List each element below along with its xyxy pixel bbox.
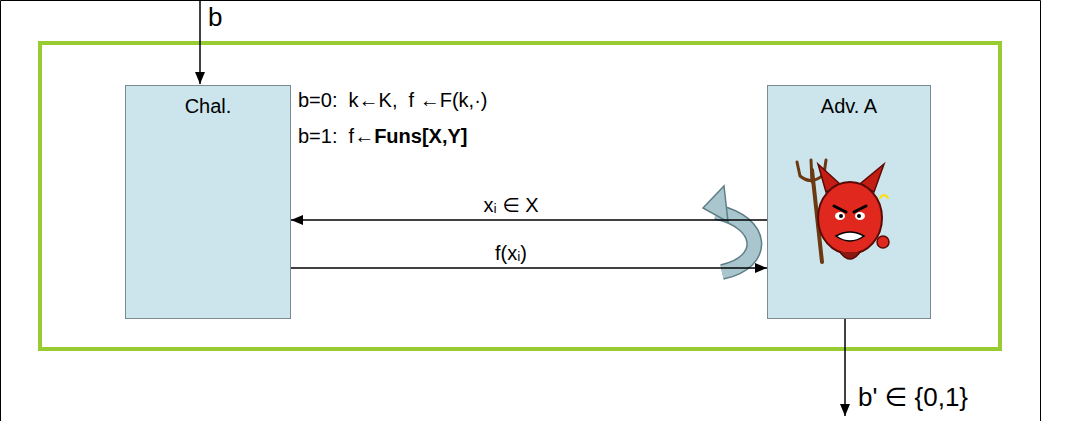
oracle-definition: b=1: f←	[298, 124, 374, 148]
label-line: b	[208, 2, 222, 33]
message-arrow	[291, 219, 767, 221]
oracle-definition: Funs[X,Y]	[374, 124, 467, 148]
box-title: Adv. A	[821, 94, 877, 118]
challenge-bit: b	[208, 2, 222, 33]
output-arrow	[844, 319, 846, 416]
box-title: Chal.	[185, 94, 232, 118]
message-arrow	[291, 267, 767, 269]
label-line: b=0: k←K, f ←F(k,·)	[298, 88, 487, 112]
adversary-output: b' ∈ {0,1}	[858, 382, 968, 413]
label-line: b' ∈ {0,1}	[858, 382, 968, 413]
bit-input-arrow	[199, 0, 201, 84]
challenger-box: Chal.	[125, 85, 291, 319]
message-label: f(xᵢ)	[492, 241, 530, 265]
label-line: b=1: f←Funs[X,Y]	[298, 124, 468, 148]
outer-frame	[1, 1, 1041, 421]
oracle-definition: b=0: k←K, f ←F(k,·)	[298, 88, 487, 112]
repeat-icon	[703, 186, 754, 272]
experiment-frame	[40, 43, 1000, 349]
adversary-box: Adv. A	[767, 85, 931, 319]
message-label: xᵢ ∈ X	[480, 193, 541, 217]
